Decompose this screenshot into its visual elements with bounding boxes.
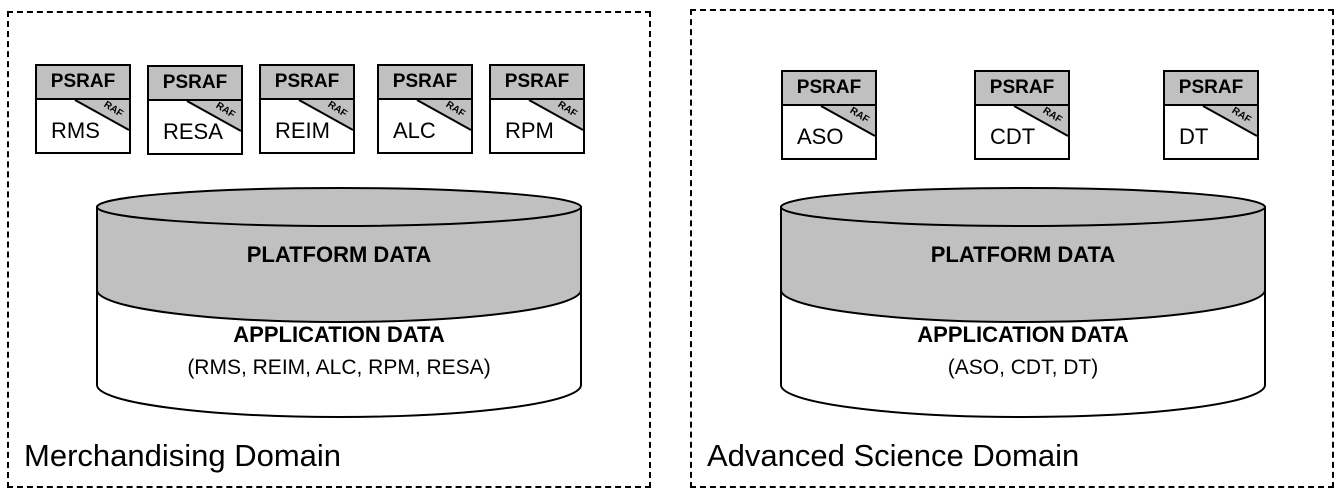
- module-header: PSRAF: [149, 67, 241, 101]
- application-data-label: APPLICATION DATA: [233, 322, 445, 347]
- module-name: ASO: [797, 124, 844, 149]
- module-header: PSRAF: [1165, 72, 1257, 106]
- raf-corner-icon: [298, 100, 353, 131]
- module-name: RMS: [51, 118, 100, 143]
- module-header: PSRAF: [261, 66, 353, 100]
- module-header: PSRAF: [491, 66, 583, 100]
- application-data-label: APPLICATION DATA: [917, 322, 1129, 347]
- merchandising-domain: [7, 11, 651, 488]
- module-name: CDT: [990, 124, 1036, 149]
- application-data-section: [96, 289, 582, 418]
- module-header: PSRAF: [783, 72, 875, 106]
- application-data-section: [780, 289, 1266, 418]
- database-cylinder: [780, 187, 1266, 418]
- module-header: PSRAF: [379, 66, 471, 100]
- module-header: PSRAF: [976, 72, 1068, 106]
- raf-corner-icon: [1013, 106, 1068, 137]
- cylinder-top: [780, 187, 1266, 227]
- module-name: REIM: [275, 118, 330, 143]
- database-cylinder: [96, 187, 582, 418]
- module-name: RESA: [163, 119, 223, 144]
- platform-data-section: [96, 206, 582, 323]
- platform-data-section: [780, 206, 1266, 323]
- raf-corner-icon: [416, 100, 471, 131]
- platform-data-label: PLATFORM DATA: [930, 242, 1116, 267]
- module-name: RPM: [505, 118, 554, 143]
- raf-corner-icon: [186, 101, 241, 132]
- raf-corner-icon: [528, 100, 583, 131]
- platform-data-label: PLATFORM DATA: [246, 242, 432, 267]
- raf-corner-icon: [74, 100, 129, 131]
- module-header: PSRAF: [37, 66, 129, 100]
- module-name: DT: [1179, 124, 1209, 149]
- application-data-list: (RMS, REIM, ALC, RPM, RESA): [187, 356, 491, 379]
- raf-corner-icon: [1202, 106, 1257, 137]
- cylinder-top: [96, 187, 582, 227]
- domain-label: Advanced Science Domain: [707, 438, 1080, 473]
- domain-label: Merchandising Domain: [24, 438, 342, 473]
- raf-corner-icon: [820, 106, 875, 137]
- advanced-science-domain: [690, 9, 1334, 488]
- application-data-list: (ASO, CDT, DT): [947, 356, 1099, 379]
- module-name: ALC: [393, 118, 436, 143]
